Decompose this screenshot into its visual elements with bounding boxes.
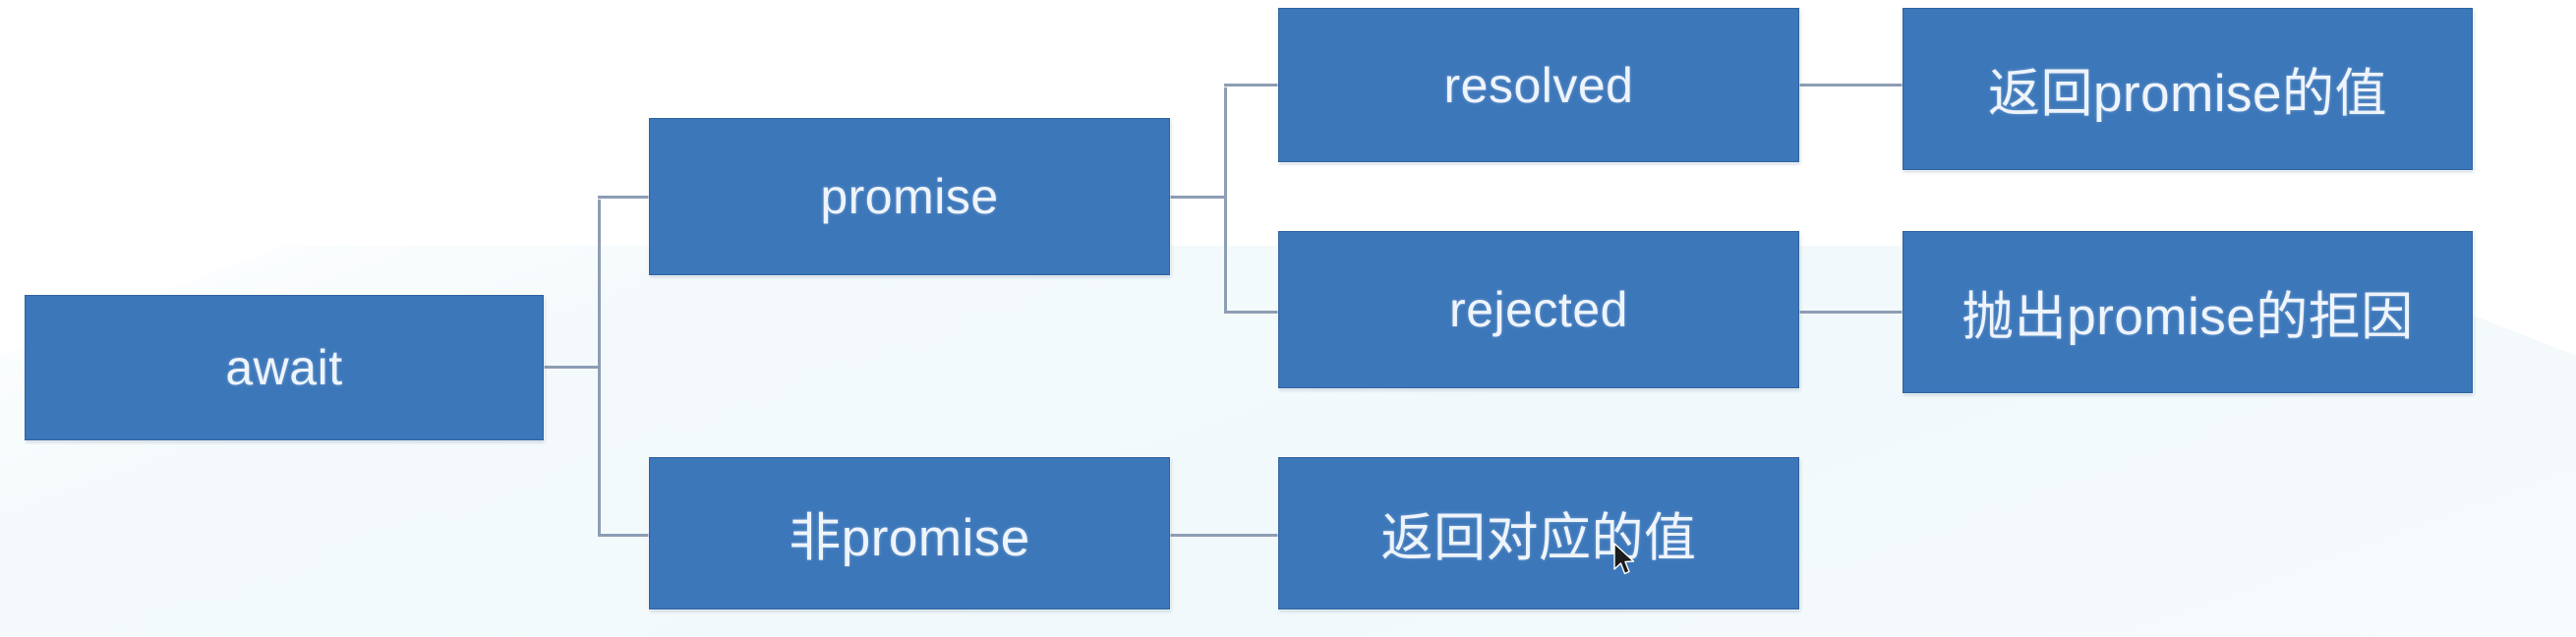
- connector-await-trunk: [598, 196, 601, 537]
- connector-await-to-promise: [598, 196, 651, 199]
- node-rejected-result[interactable]: 抛出promise的拒因: [1903, 231, 2473, 393]
- node-promise-label: promise: [820, 169, 999, 224]
- connector-promise-trunk: [1224, 84, 1227, 314]
- node-non-promise-result[interactable]: 返回对应的值: [1278, 457, 1799, 609]
- node-non-promise-label: 非promise: [789, 508, 1030, 567]
- node-resolved-result[interactable]: 返回promise的值: [1903, 8, 2473, 170]
- connector-promise-to-rejected: [1224, 311, 1280, 314]
- node-resolved-label: resolved: [1443, 57, 1634, 113]
- node-promise[interactable]: promise: [649, 118, 1170, 275]
- node-rejected[interactable]: rejected: [1278, 231, 1799, 388]
- connector-rejected-to-result: [1798, 311, 1904, 314]
- node-resolved[interactable]: resolved: [1278, 8, 1799, 162]
- connector-await-stub: [542, 366, 601, 369]
- connector-promise-stub: [1168, 196, 1227, 199]
- node-rejected-label: rejected: [1449, 282, 1628, 337]
- connector-promise-to-resolved: [1224, 84, 1280, 87]
- node-await[interactable]: await: [25, 295, 544, 440]
- node-resolved-result-label: 返回promise的值: [1987, 64, 2387, 123]
- node-non-promise-result-label: 返回对应的值: [1380, 508, 1697, 567]
- connector-non-promise-to-result: [1168, 534, 1280, 537]
- node-await-label: await: [225, 340, 343, 395]
- node-non-promise[interactable]: 非promise: [649, 457, 1170, 609]
- connector-await-to-non-promise: [598, 534, 651, 537]
- node-rejected-result-label: 抛出promise的拒因: [1961, 287, 2414, 346]
- connector-resolved-to-result: [1798, 84, 1904, 87]
